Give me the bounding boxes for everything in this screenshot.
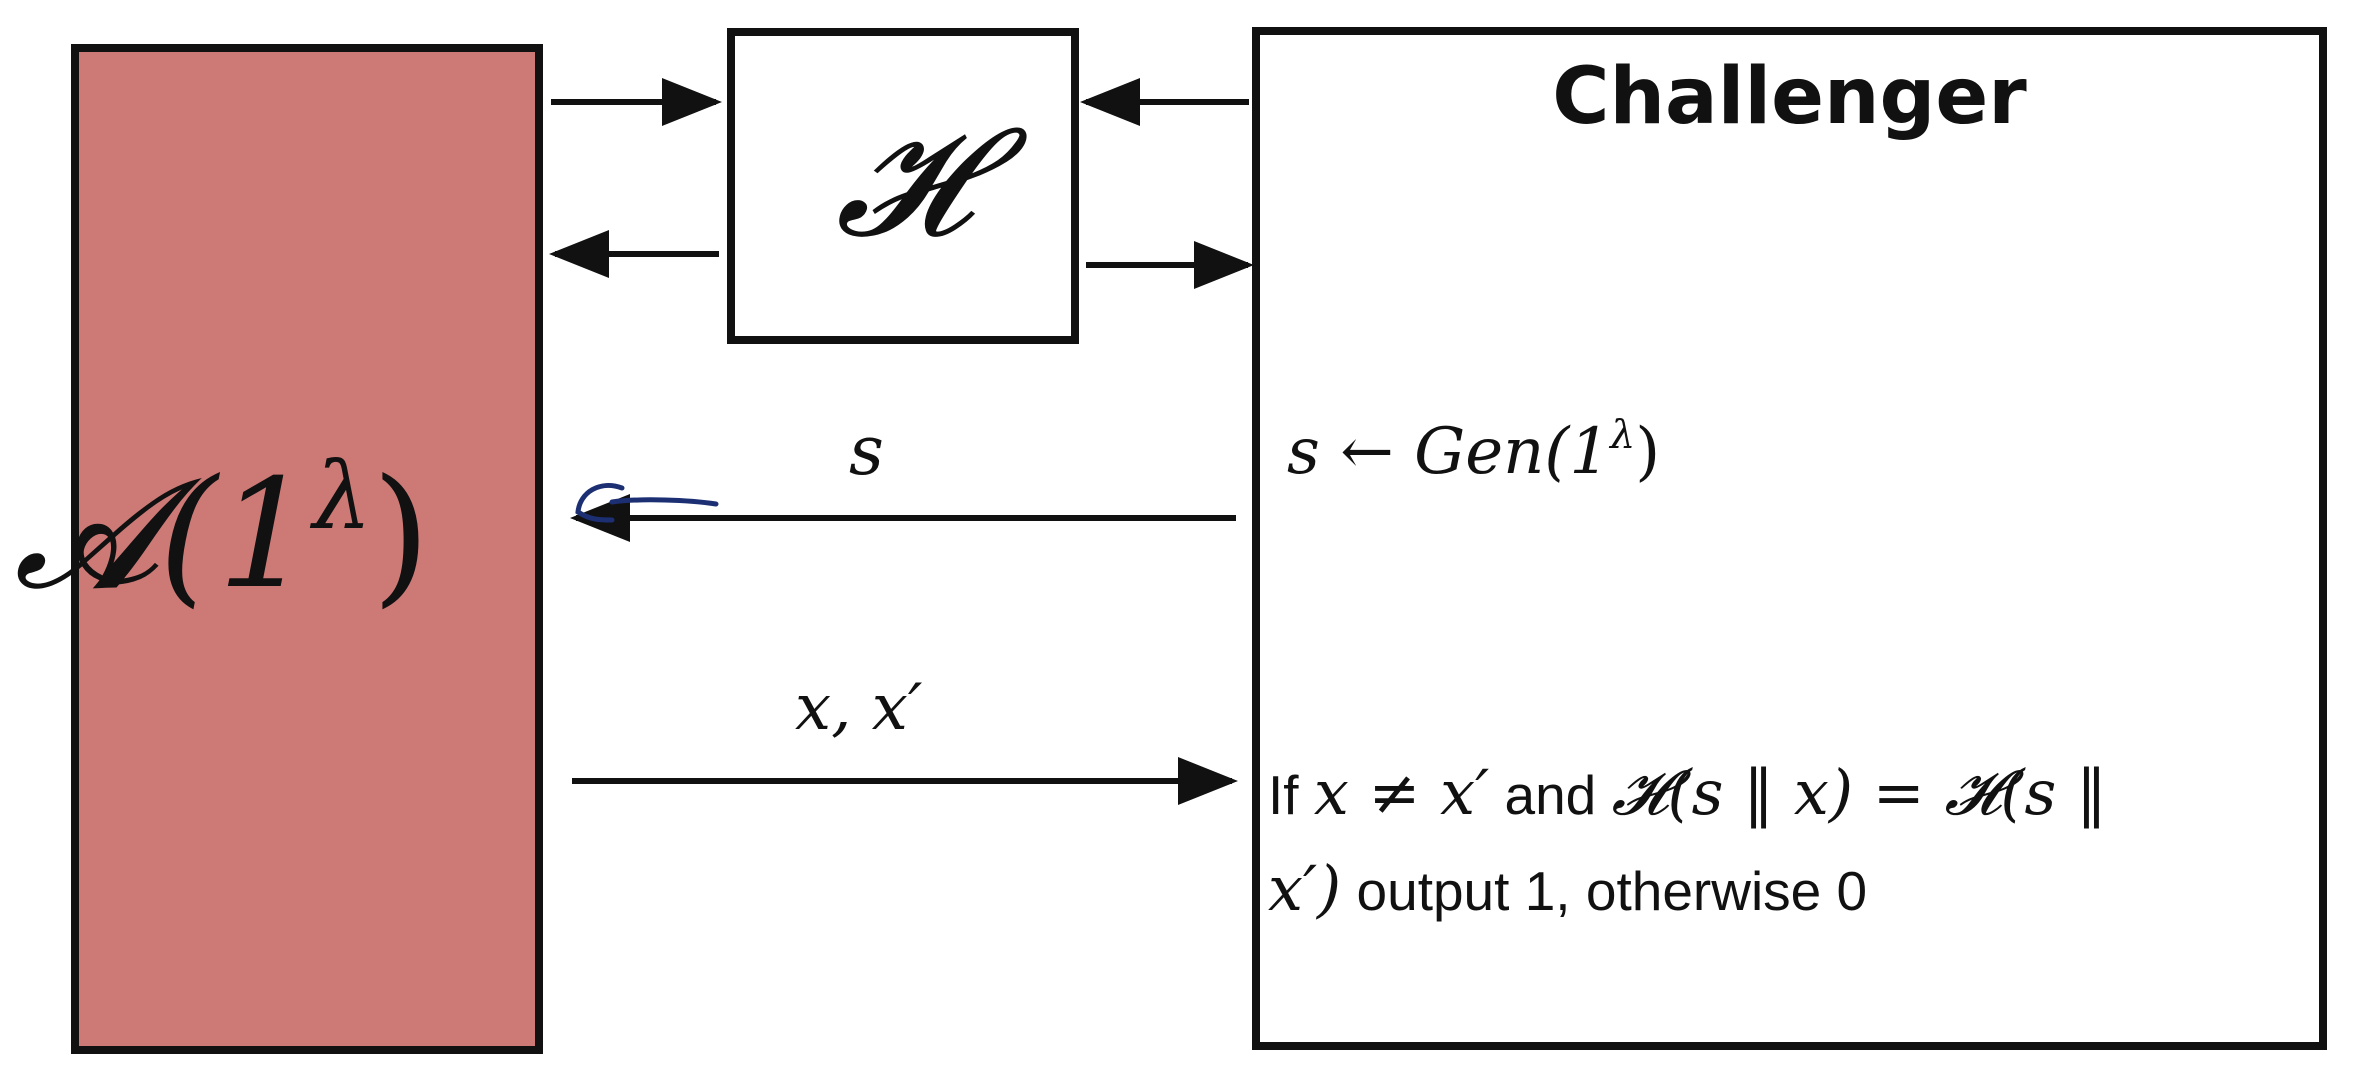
and-word: and [1504, 764, 1597, 826]
hash-oracle-box [727, 28, 1079, 344]
challenger-title: Challenger [1552, 52, 2027, 142]
collision-message-label: x, x′ [795, 671, 923, 745]
adversary-label: 𝓐(1λ) [14, 442, 431, 622]
handwritten-arrow-annotation [575, 483, 719, 523]
seed-generation-line: s ← Gen(1λ) [1287, 412, 1661, 489]
adversary-box [71, 44, 543, 1054]
win-condition-line-2: x′) output 1, otherwise 0 [1268, 858, 1867, 920]
challenger-box [1252, 27, 2327, 1050]
hash-oracle-symbol: 𝓗 [835, 96, 971, 270]
if-word: If [1268, 764, 1299, 826]
seed-message-label: s [849, 412, 884, 491]
output-text: output 1, otherwise 0 [1356, 860, 1868, 922]
collision-equation: 𝓗(s ‖ x) = 𝓗(s ‖ [1611, 756, 2108, 829]
inequality: x ≠ x′ [1313, 756, 1490, 829]
win-condition-line-1: If x ≠ x′ and 𝓗(s ‖ x) = 𝓗(s ‖ [1268, 762, 2107, 824]
collision-equation-end: x′) [1268, 852, 1342, 925]
